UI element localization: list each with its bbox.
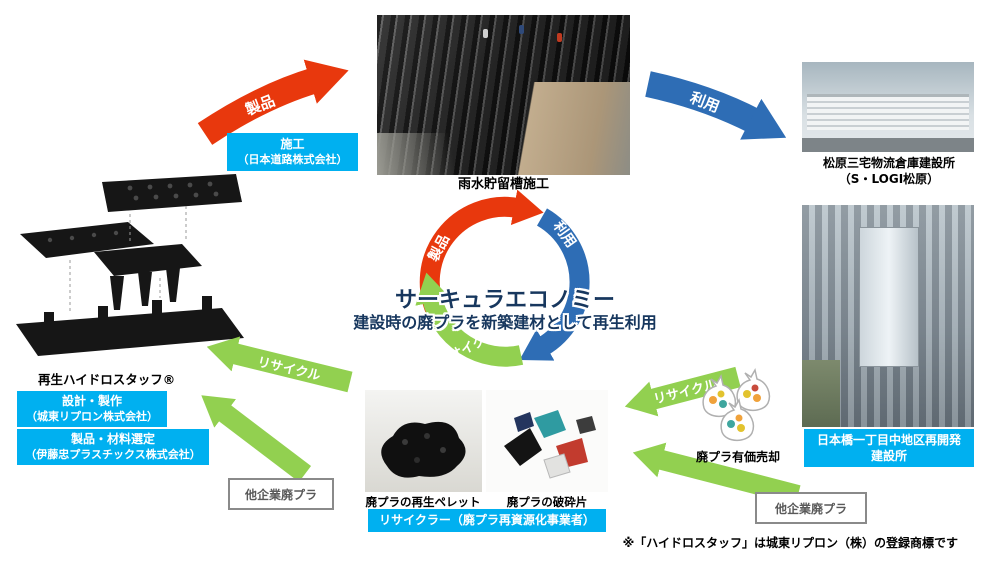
hydrostaff-drawing bbox=[16, 174, 244, 356]
warehouse-caption-line2: （S・LOGI松原） bbox=[838, 171, 940, 186]
shards-photo bbox=[486, 390, 608, 492]
construction-line2: （日本道路株式会社） bbox=[237, 152, 348, 166]
rainwater-caption: 雨水貯留槽施工 bbox=[457, 177, 549, 192]
center-title: サーキュラエコノミー bbox=[394, 288, 615, 313]
other-company-waste-box-left: 他企業廃プラ bbox=[228, 478, 334, 510]
pellet-pile-shape bbox=[381, 421, 466, 478]
design-line1: 設計・製作 bbox=[61, 394, 122, 409]
other-company-waste-box-right: 他企業廃プラ bbox=[755, 492, 867, 524]
construction-line1: 施工 bbox=[280, 137, 305, 152]
material-line1: 製品・材料選定 bbox=[70, 432, 155, 447]
waste-bags-icon bbox=[702, 367, 771, 442]
hydrostaff-caption: 再生ハイドロスタッフ® bbox=[38, 372, 176, 387]
recycle-arrow-left bbox=[206, 336, 353, 393]
pellet-photo bbox=[365, 390, 482, 492]
ring-recycle-arc bbox=[415, 272, 524, 367]
material-line2: （伊藤忠プラスチックス株式会社） bbox=[25, 447, 201, 461]
design-line2: （城東リプロン株式会社） bbox=[26, 409, 158, 423]
recycler-box: リサイクラー（廃プラ再資源化事業者） bbox=[368, 509, 606, 532]
warehouse-photo bbox=[802, 62, 974, 152]
nihonbashi-aerial-photo bbox=[802, 205, 974, 427]
trademark-footnote: ※「ハイドロスタッフ」は城東リプロン（株）の登録商標です bbox=[622, 536, 958, 550]
construction-company-box: 施工 （日本道路株式会社） bbox=[227, 133, 358, 171]
shards-caption: 廃プラの破砕片 bbox=[506, 495, 588, 509]
pellet-caption: 廃プラの再生ペレット bbox=[365, 495, 481, 509]
nihonbashi-line2: 建設所 bbox=[870, 449, 907, 463]
recycle-arrow-right bbox=[624, 366, 741, 417]
tower-shape bbox=[858, 227, 920, 367]
ring-use-arc bbox=[519, 208, 590, 361]
nihonbashi-line1: 日本橋一丁目中地区再開発 bbox=[816, 432, 961, 447]
hydrostaff-product-photo bbox=[10, 172, 245, 370]
other-waste-arrow-left bbox=[201, 395, 312, 482]
warehouse-caption-line1: 松原三宅物流倉庫建設所 bbox=[822, 156, 955, 170]
use-arrow bbox=[645, 71, 787, 140]
shards-shapes bbox=[504, 410, 596, 479]
rainwater-storage-photo bbox=[377, 15, 630, 175]
design-company-box: 設計・製作 （城東リプロン株式会社） bbox=[17, 391, 167, 427]
other-waste-arrow-right bbox=[632, 442, 801, 505]
center-subtitle: 建設時の廃プラを新築建材として再生利用 bbox=[353, 313, 657, 332]
product-arrow bbox=[197, 59, 349, 145]
material-company-box: 製品・材料選定 （伊藤忠プラスチックス株式会社） bbox=[17, 429, 209, 465]
nihonbashi-site-box: 日本橋一丁目中地区再開発 建設所 bbox=[804, 429, 974, 467]
warehouse-caption: 松原三宅物流倉庫建設所 （S・LOGI松原） bbox=[794, 156, 984, 187]
waste-sale-caption: 廃プラ有価売却 bbox=[695, 450, 780, 464]
